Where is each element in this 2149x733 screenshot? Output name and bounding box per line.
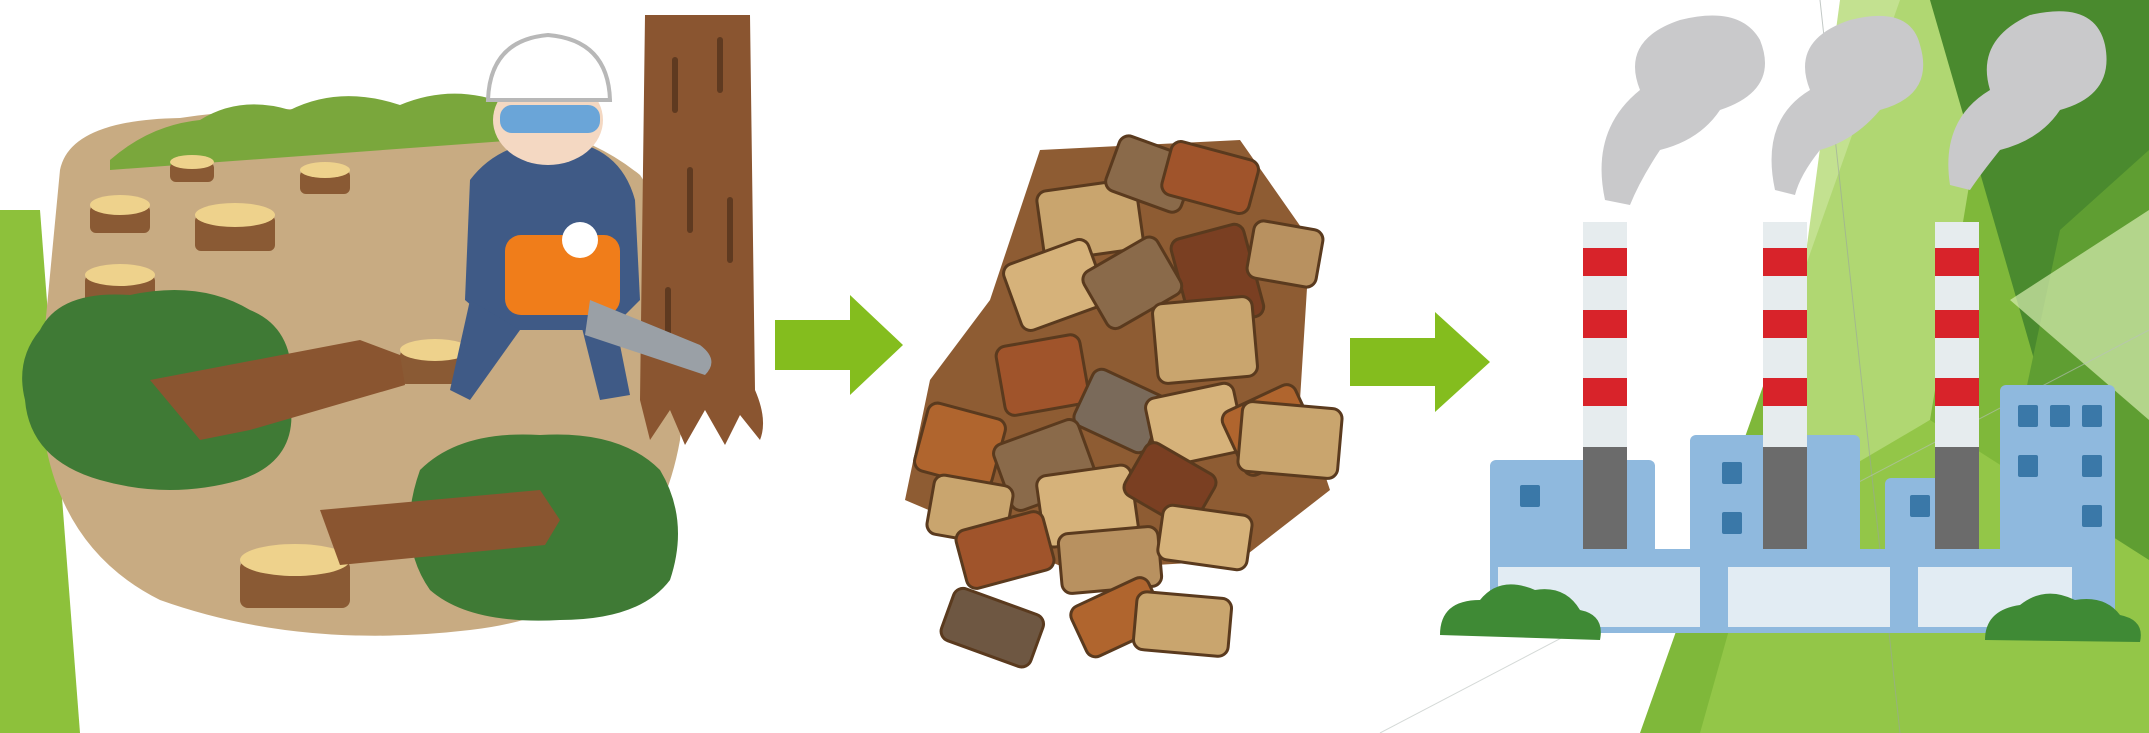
right-arrow-icon bbox=[775, 295, 903, 395]
worker-goggles bbox=[500, 105, 600, 133]
wood-chip-pile-icon bbox=[905, 133, 1343, 670]
worker-glove bbox=[562, 222, 598, 258]
main-hall-pillar bbox=[1700, 552, 1728, 630]
right-arrow-icon bbox=[1350, 312, 1490, 412]
worker-helmet bbox=[488, 35, 610, 100]
tree-trunk bbox=[640, 15, 763, 445]
main-hall-pillar bbox=[1890, 552, 1918, 630]
logging-worker-chainsaw-icon bbox=[22, 15, 763, 636]
chainsaw-body bbox=[505, 235, 620, 315]
main-hall-roof bbox=[1495, 555, 2075, 567]
